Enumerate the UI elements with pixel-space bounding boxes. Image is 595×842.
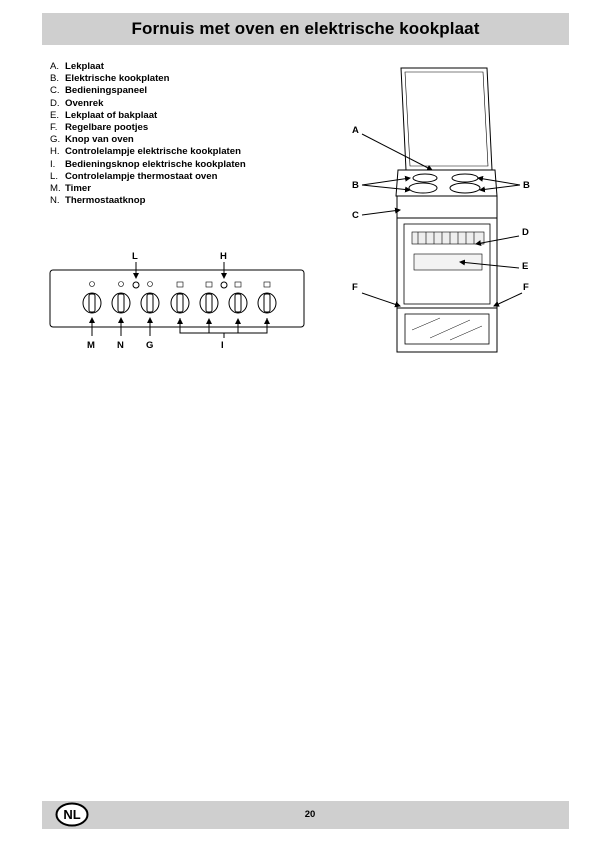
hob [395,169,498,197]
page-title: Fornuis met oven en elektrische kookplaa… [131,19,480,38]
callout-H: H [220,251,227,262]
legend-key: D. [50,97,60,109]
callout-F-right: F [523,282,529,293]
hotplate-symbol-icon [263,281,271,288]
callout-C: C [352,210,359,221]
legend-label: Controlelampje elektrische kookplaten [65,146,241,158]
hotplate-indicator-lamp [220,281,228,289]
legend-key: C. [50,85,60,97]
hotplate-symbol-icon [234,281,242,288]
legend-label: Elektrische kookplaten [65,73,170,85]
legend-label: Timer [65,183,91,195]
language-badge-oval-icon [55,802,89,827]
legend-label: Lekplaat [65,61,104,72]
oven-knob[interactable] [140,292,160,314]
legend-label: Lekplaat of bakplaat [65,109,158,121]
hotplate-symbol-icon [205,281,213,288]
callout-M: M [87,340,95,351]
control-panel-front [396,195,498,219]
callout-B-right: B [523,180,530,191]
callout-I: I [221,340,224,351]
legend-key: G. [50,134,61,146]
knob-symbols [89,281,271,288]
legend-item: B. Elektrische kookplaten [50,73,246,85]
oven-symbol-icon [147,281,153,287]
callout-G: G [146,340,153,351]
callout-E: E [522,261,528,272]
title-bar: Fornuis met oven en elektrische kookplaa… [42,13,569,45]
legend-label: Bedieningspaneel [65,85,148,97]
cooker-lid [400,67,493,171]
callout-N: N [117,340,124,351]
thermostat-knob[interactable] [111,292,131,314]
legend-key: F. [50,122,58,134]
callout-L: L [132,251,138,262]
callout-F-left: F [352,282,358,293]
hotplate-knob[interactable] [228,292,248,314]
timer-knob[interactable] [82,292,102,314]
knobs [82,292,277,314]
legend-item: A. Lekplaat [50,61,246,73]
legend-label: Thermostaatknop [65,195,146,207]
hotplate-symbol-icon [176,281,184,288]
thermostat-symbol-icon [118,281,124,287]
page-number: 20 [304,809,316,820]
legend-key: B. [50,73,60,85]
legend-label: Bedieningsknop elektrische kookplaten [65,158,246,170]
legend-item: I. Bedieningsknop elektrische kookplaten [50,159,246,171]
legend-item: F. Regelbare pootjes [50,122,246,134]
legend-key: E. [50,109,60,121]
legend-item: E. Lekplaat of bakplaat [50,110,246,122]
footer-bar [42,801,569,829]
legend-key: N. [50,195,60,207]
legend-item: N. Thermostaatknop [50,195,246,207]
legend-key: H. [50,146,60,158]
legend-key: M. [50,183,61,195]
legend-key: L. [50,170,59,182]
language-badge: NL [55,802,89,827]
legend-label: Ovenrek [65,97,104,109]
legend-label: Regelbare pootjes [65,122,149,134]
parts-legend: A. Lekplaat B. Elektrische kookplaten C. Be… [50,61,246,207]
legend-item: H. Controlelampje elektrische kookplaten [50,146,246,158]
legend-item: L. Controlelampje thermostaat oven [50,171,246,183]
hotplate-knob[interactable] [257,292,277,314]
legend-key: A. [50,61,60,72]
callout-A: A [352,125,359,136]
callout-D: D [522,227,529,238]
language-code: NL [63,807,81,822]
legend-item: M. Timer [50,183,246,195]
callout-B-left: B [352,180,359,191]
legend-label: Knop van oven [65,134,134,146]
hotplate-knob[interactable] [199,292,219,314]
legend-item: D. Ovenrek [50,98,246,110]
oven-thermostat-lamp [132,281,140,289]
legend-key: I. [50,158,56,170]
legend-item: C. Bedieningspaneel [50,85,246,97]
timer-symbol-icon [89,281,95,287]
legend-label: Controlelampje thermostaat oven [65,170,218,182]
hotplate-knob[interactable] [170,292,190,314]
legend-item: G. Knop van oven [50,134,246,146]
